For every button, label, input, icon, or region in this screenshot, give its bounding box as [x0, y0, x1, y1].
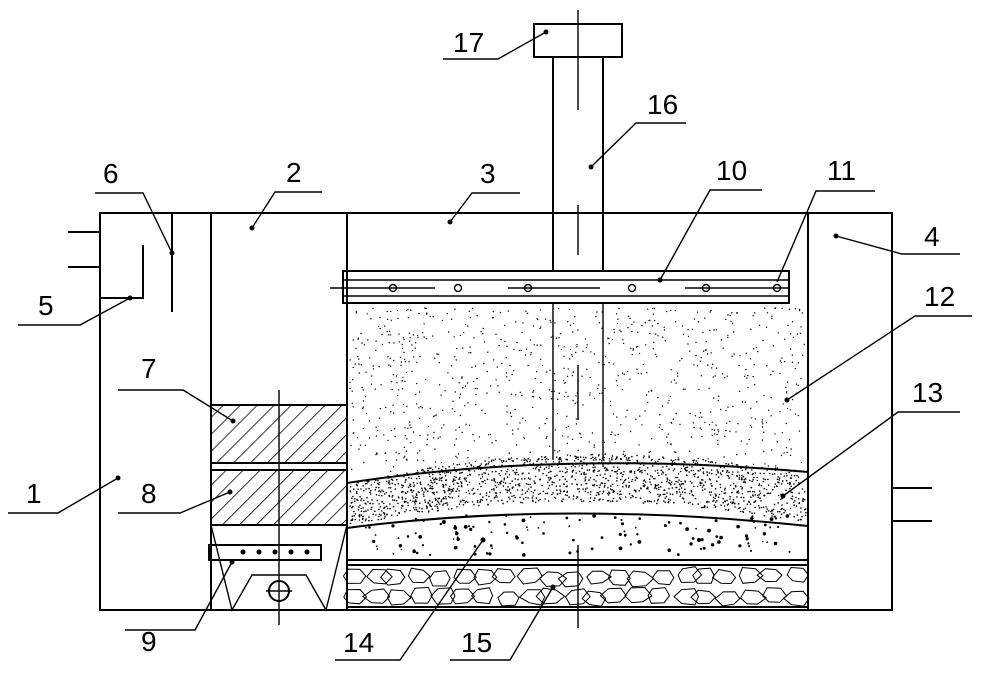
label-text-15: 15 [461, 627, 492, 658]
label-2: 2 [249, 157, 322, 231]
part-13-curved-media-layer [346, 462, 809, 530]
part-9-holes [240, 549, 310, 555]
label-text-14: 14 [343, 627, 374, 658]
label-text-13: 13 [912, 377, 943, 408]
label-text-1: 1 [26, 478, 42, 509]
label-text-9: 9 [141, 626, 157, 657]
label-text-10: 10 [716, 155, 747, 186]
part-5-baffle [100, 245, 144, 299]
label-text-17: 17 [453, 27, 484, 58]
part-17-motor [533, 23, 623, 58]
part-15-stone-layer [342, 566, 810, 607]
label-text-6: 6 [103, 158, 119, 189]
label-text-11: 11 [827, 155, 856, 186]
label-14: 14 [335, 537, 486, 661]
part-10-distribution-pipe [342, 270, 790, 304]
label-12: 12 [784, 281, 972, 403]
label-text-3: 3 [480, 158, 496, 189]
label-6: 6 [95, 158, 175, 256]
label-text-8: 8 [141, 478, 157, 509]
label-15: 15 [450, 584, 556, 661]
label-text-7: 7 [141, 353, 157, 384]
label-13: 13 [780, 377, 960, 499]
label-17: 17 [443, 27, 549, 60]
part-14-dots [365, 514, 791, 557]
label-16: 16 [588, 89, 686, 170]
tank-body [99, 212, 893, 611]
label-10: 10 [657, 155, 762, 283]
label-text-5: 5 [38, 290, 54, 321]
chamber-2-hopper [210, 524, 348, 612]
label-5: 5 [18, 290, 133, 326]
part-13-dots [349, 453, 807, 525]
part-10-nozzles [330, 283, 789, 293]
label-text-16: 16 [647, 89, 678, 120]
label-4: 4 [833, 221, 960, 255]
label-11: 11 [776, 155, 875, 283]
label-3: 3 [447, 158, 520, 225]
label-1: 1 [8, 475, 121, 514]
label-text-4: 4 [924, 221, 940, 252]
part-12-sand-layer [349, 307, 805, 474]
label-9: 9 [125, 559, 235, 657]
label-7: 7 [118, 353, 236, 424]
label-8: 8 [118, 478, 233, 514]
part-9-perforated-pipe [208, 544, 322, 561]
label-text-12: 12 [924, 281, 955, 312]
label-text-2: 2 [286, 157, 302, 188]
